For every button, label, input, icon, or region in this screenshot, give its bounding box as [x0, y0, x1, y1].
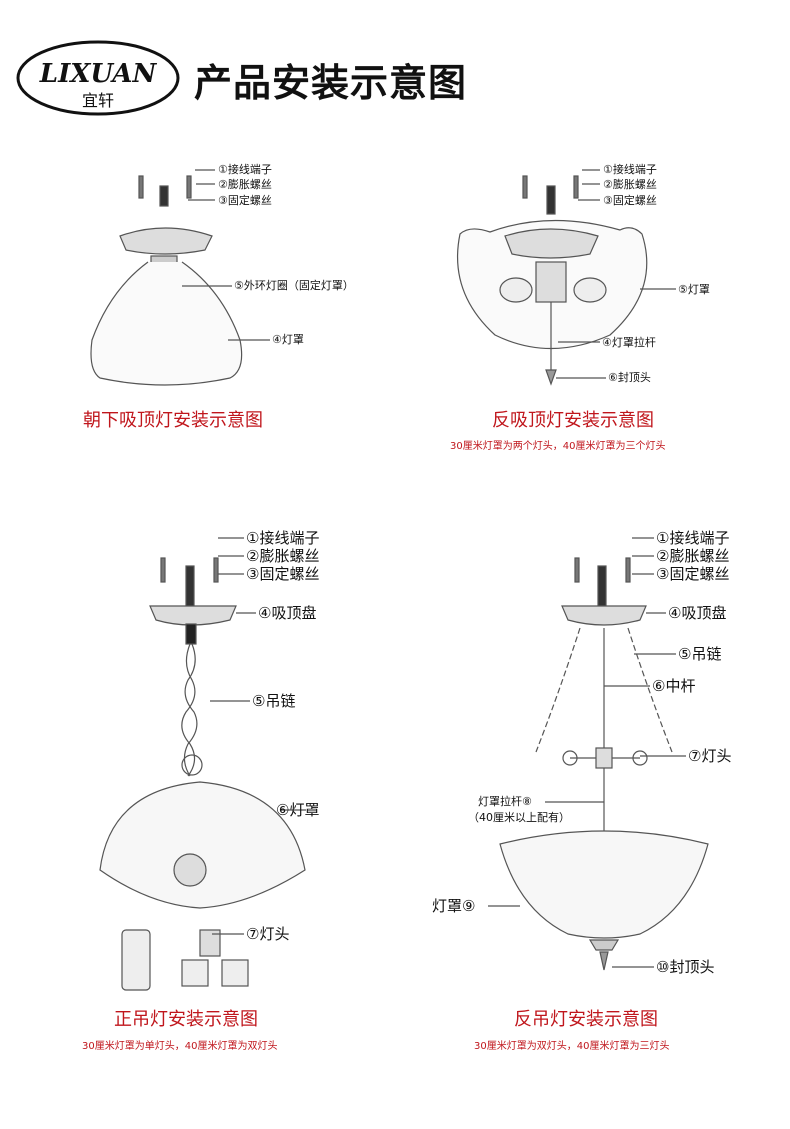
d4-label-pull-rod: 灯罩拉杆⑧: [478, 795, 532, 808]
d4-label-terminal: ①接线端子: [656, 529, 730, 547]
d4-label-chain: ⑤吊链: [678, 645, 722, 663]
d4-illustration: [488, 537, 709, 971]
d3-label-lamp-holder: ⑦灯头: [246, 925, 290, 943]
d4-label-shade: 灯罩⑨: [432, 897, 476, 915]
d3-label-chain: ⑤吊链: [252, 692, 296, 710]
page-title: 产品安装示意图: [194, 61, 468, 105]
d4-note: 30厘米灯罩为双灯头，40厘米灯罩为三灯头: [474, 1041, 670, 1052]
d4-label-pull-rod-note: （40厘米以上配有）: [468, 811, 570, 824]
d2-label-end-cap: ⑥封顶头: [608, 371, 651, 384]
d3-label-fixing-screw: ③固定螺丝: [246, 565, 320, 583]
d1-caption: 朝下吸顶灯安装示意图: [83, 410, 263, 431]
d3-illustration: [99, 537, 306, 991]
d4-label-center-rod: ⑥中杆: [652, 677, 696, 695]
logo-text: LIXUAN: [39, 59, 158, 89]
d2-label-expansion-screw: ②膨胀螺丝: [603, 178, 657, 191]
d4-label-fixing-screw: ③固定螺丝: [656, 565, 730, 583]
d2-note: 30厘米灯罩为两个灯头，40厘米灯罩为三个灯头: [450, 441, 666, 452]
d3-label-shade: ⑥灯罩: [276, 801, 320, 819]
d4-caption: 反吊灯安装示意图: [514, 1009, 658, 1030]
d2-label-terminal: ①接线端子: [603, 163, 657, 176]
d1-label-shade: ④灯罩: [272, 333, 304, 346]
d2-caption: 反吸顶灯安装示意图: [492, 410, 654, 431]
d3-label-terminal: ①接线端子: [246, 529, 320, 547]
d3-note: 30厘米灯罩为单灯头，40厘米灯罩为双灯头: [82, 1041, 278, 1052]
d2-label-shade: ⑤灯罩: [678, 283, 710, 296]
d4-label-lamp-holder: ⑦灯头: [688, 747, 732, 765]
d4-label-expansion-screw: ②膨胀螺丝: [656, 547, 730, 565]
d1-label-terminal: ①接线端子: [218, 163, 272, 176]
d1-label-outer-ring: ⑤外环灯圈（固定灯罩）: [234, 279, 354, 292]
brand-logo: LIXUAN 宜轩: [16, 40, 180, 116]
d1-label-expansion-screw: ②膨胀螺丝: [218, 178, 272, 191]
d3-label-expansion-screw: ②膨胀螺丝: [246, 547, 320, 565]
d1-label-fixing-screw: ③固定螺丝: [218, 194, 272, 207]
d4-label-ceiling-plate: ④吸顶盘: [668, 604, 727, 622]
d4-label-end-cap: ⑩封顶头: [656, 958, 715, 976]
d2-illustration: [456, 169, 676, 386]
logo-chinese: 宜轩: [82, 91, 114, 110]
d3-label-ceiling-plate: ④吸顶盘: [258, 604, 317, 622]
d2-label-pull-rod: ④灯罩拉杆: [602, 336, 656, 349]
d3-caption: 正吊灯安装示意图: [114, 1009, 258, 1030]
d2-label-fixing-screw: ③固定螺丝: [603, 194, 657, 207]
d1-illustration: [90, 169, 270, 386]
